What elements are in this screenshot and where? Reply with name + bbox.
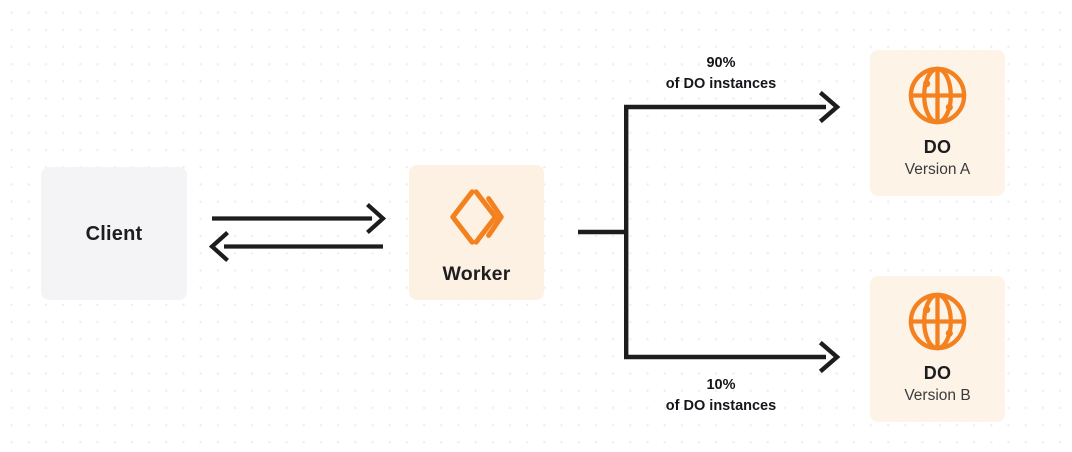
edge-label-do-a: 90% of DO instances	[633, 53, 809, 94]
node-do-version-a[interactable]: DO Version A	[870, 50, 1005, 196]
edge-label-do-b-percent: 10%	[706, 377, 736, 393]
edge-label-do-b-caption: of DO instances	[665, 397, 777, 414]
durable-object-globe-icon	[906, 64, 969, 127]
durable-object-globe-icon	[906, 290, 969, 353]
edge-worker-to-do-a	[624, 90, 841, 124]
node-do-a-sublabel: Version A	[904, 161, 971, 178]
node-do-version-b[interactable]: DO Version B	[870, 276, 1005, 422]
node-worker[interactable]: Worker	[409, 165, 544, 300]
node-worker-label: Worker	[442, 263, 511, 285]
node-client-label: Client	[85, 222, 143, 245]
edge-client-to-worker	[212, 203, 387, 234]
node-do-b-label: DO	[923, 363, 952, 383]
cloudflare-workers-icon	[446, 186, 508, 248]
node-do-a-label: DO	[923, 137, 952, 157]
edge-worker-trunk	[578, 105, 629, 359]
edge-worker-to-do-b	[624, 340, 841, 374]
edge-worker-to-client	[208, 231, 383, 262]
edge-label-do-a-caption: of DO instances	[665, 75, 777, 92]
edge-label-do-a-percent: 90%	[706, 55, 736, 71]
edge-label-do-b: 10% of DO instances	[633, 375, 809, 416]
node-client[interactable]: Client	[41, 167, 187, 300]
node-do-b-sublabel: Version B	[904, 387, 971, 404]
